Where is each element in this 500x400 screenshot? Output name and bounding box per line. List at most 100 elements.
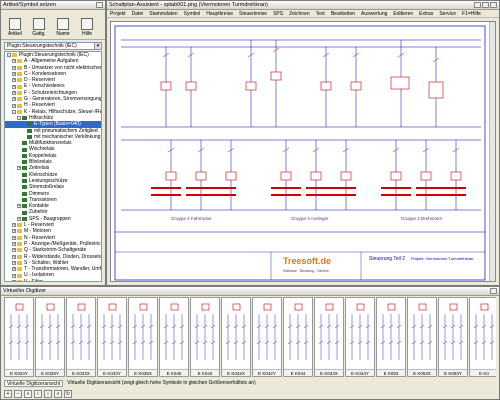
tree-item[interactable]: +R - Widerstände, Dioden, Drosselspulen — [5, 254, 101, 260]
expand-icon[interactable]: + — [12, 259, 16, 265]
symbol-thumbnail[interactable]: E K044Y — [345, 297, 375, 377]
menu-item[interactable]: Stammdaten — [149, 11, 178, 17]
close-icon[interactable] — [96, 2, 103, 8]
expand-icon[interactable]: + — [12, 278, 16, 282]
tree-item[interactable]: Transistoren — [5, 197, 101, 203]
symbol-tree[interactable]: -Plugin:Steuerungstechnik (IEC)+A - Allg… — [4, 51, 102, 282]
chevron-down-icon[interactable]: ▾ — [94, 43, 101, 49]
tree-item[interactable]: Wischrelais — [5, 146, 101, 152]
tree-item[interactable]: +D - Reserviert — [5, 77, 101, 83]
tree-item[interactable]: +T - Transformatoren, Wandler, Umformer — [5, 266, 101, 272]
plugin-select[interactable]: Plugin:Steuerungstechnik (IEC) ▾ — [4, 42, 102, 50]
symbol-thumbnail[interactable]: E K053 — [376, 297, 406, 377]
menu-item[interactable]: Bearbeiten — [330, 11, 356, 17]
menu-item[interactable]: Projekt — [110, 11, 126, 17]
tree-item[interactable]: Blinkrelais — [5, 159, 101, 165]
expand-icon[interactable]: + — [12, 64, 16, 70]
close-icon[interactable] — [490, 2, 497, 8]
menu-item[interactable]: Zeichnen — [289, 11, 310, 17]
expand-icon[interactable]: + — [12, 102, 16, 108]
expand-icon[interactable]: + — [12, 228, 16, 234]
symbol-thumbnail[interactable]: E K028Y — [35, 297, 65, 377]
menu-item[interactable]: Extras — [419, 11, 434, 17]
menu-item[interactable]: Text — [315, 11, 325, 17]
zoom-out-icon[interactable]: − — [14, 389, 22, 398]
symbol-thumbnail[interactable]: E K0 — [469, 297, 496, 377]
refresh-icon[interactable]: ↻ — [64, 389, 72, 398]
artikel-button[interactable]: Artikel — [4, 12, 26, 37]
symbol-thumbnail[interactable]: E K040 — [159, 297, 189, 377]
prev-icon[interactable]: ‹ — [34, 389, 42, 398]
symbol-thumbnail[interactable]: E K042X — [221, 297, 251, 377]
first-icon[interactable]: « — [24, 389, 32, 398]
collapse-icon[interactable]: - — [17, 115, 21, 121]
expand-icon[interactable]: + — [12, 83, 16, 89]
close-icon[interactable] — [490, 288, 497, 294]
tree-item[interactable]: mit mechanischer Verklinkung — [5, 134, 101, 140]
name-button[interactable]: Name — [52, 12, 74, 37]
tree-item[interactable]: +L - Reserviert — [5, 222, 101, 228]
tree-item[interactable]: +B - Umsetzer von nicht elektrischen auf — [5, 65, 101, 71]
tree-item[interactable]: +N - Reserviert — [5, 235, 101, 241]
tree-item[interactable]: +P - Anzeige-/Meßgeräte, Prüfeinrichtung — [5, 241, 101, 247]
expand-icon[interactable]: + — [12, 58, 16, 64]
menu-item[interactable]: Service — [439, 11, 457, 17]
tree-item[interactable]: Dimmers — [5, 191, 101, 197]
tree-item[interactable]: +U - Isolatoren — [5, 272, 101, 278]
symbol-thumbnail[interactable]: E K044X — [314, 297, 344, 377]
menu-item[interactable]: SPS — [273, 11, 284, 17]
tree-item[interactable]: +F - Schutzeinrichtungen — [5, 90, 101, 96]
tree-item[interactable]: +M - Motoren — [5, 228, 101, 234]
vertical-scrollbar[interactable] — [489, 22, 495, 281]
last-icon[interactable]: » — [54, 389, 62, 398]
expand-icon[interactable]: + — [12, 272, 16, 278]
expand-icon[interactable]: + — [12, 266, 16, 272]
menu-item[interactable]: Steuerkreise — [238, 11, 268, 17]
expand-icon[interactable]: + — [12, 247, 16, 253]
menu-item[interactable]: F1=Hilfe — [462, 11, 481, 17]
tree-item[interactable]: +V - Filter — [5, 278, 101, 282]
tree-item[interactable]: Multifunktionsrelais — [5, 140, 101, 146]
tree-item[interactable]: Leistungsschütze — [5, 178, 101, 184]
schematic-canvas[interactable]: Gruppe 2 Fahrmotor Gruppe 3 Ausleger Gru… — [110, 21, 496, 282]
expand-icon[interactable]: + — [12, 96, 16, 102]
expand-icon[interactable]: + — [17, 215, 21, 221]
expand-icon[interactable]: + — [12, 222, 16, 228]
gattung-button[interactable]: Gattg. — [28, 12, 50, 37]
tree-item[interactable]: +S - Schalter, Wähler — [5, 260, 101, 266]
menu-item[interactable]: Hauptkreise — [206, 11, 233, 17]
expand-icon[interactable]: + — [12, 241, 16, 247]
tree-item[interactable]: +G - Generatoren, Stromversorgungen — [5, 96, 101, 102]
tree-item[interactable]: -Plugin:Steuerungstechnik (IEC) — [5, 52, 101, 58]
expand-icon[interactable]: + — [17, 165, 21, 171]
menu-item[interactable]: Editieren — [393, 11, 414, 17]
tree-item[interactable]: +Q - Starkstrom-Schaltgeräte — [5, 247, 101, 253]
tree-item[interactable]: +E - Verschiedenes — [5, 83, 101, 89]
expand-icon[interactable]: + — [12, 234, 16, 240]
tab-digitizer-view[interactable]: Virtuelle Digitizeransicht — [4, 379, 64, 387]
tree-item[interactable]: Koppelrelais — [5, 153, 101, 159]
expand-icon[interactable]: + — [17, 203, 21, 209]
tree-item[interactable]: +Zeitrelais — [5, 165, 101, 171]
tree-item[interactable]: +H - Reserviert — [5, 102, 101, 108]
minimize-icon[interactable] — [474, 2, 481, 8]
maximize-icon[interactable] — [482, 2, 489, 8]
symbol-thumbnail[interactable]: E K044 — [283, 297, 313, 377]
collapse-icon[interactable]: - — [7, 52, 11, 58]
next-icon[interactable]: › — [44, 389, 52, 398]
symbol-thumbnail[interactable]: E K035X — [128, 297, 158, 377]
menu-item[interactable]: Symbol — [183, 11, 201, 17]
tree-item[interactable]: Kleinschütze — [5, 172, 101, 178]
tree-item[interactable]: -K - Relais, Hilfsschütze, Steuer-/Regel… — [5, 109, 101, 115]
expand-icon[interactable]: + — [12, 71, 16, 77]
collapse-icon[interactable]: - — [12, 108, 16, 114]
tree-item[interactable]: +C - Kondensatoren — [5, 71, 101, 77]
symbol-thumbnail[interactable]: E K042Y — [252, 297, 282, 377]
tree-item[interactable]: E-Typen (Basis=040) — [5, 121, 101, 128]
tree-item[interactable]: -Hilfsschütz — [5, 115, 101, 121]
tree-item[interactable]: Zubehör — [5, 209, 101, 215]
tree-item[interactable]: +SPS - Baugruppen — [5, 216, 101, 222]
expand-icon[interactable]: + — [12, 77, 16, 83]
menu-item[interactable]: Datei — [131, 11, 144, 17]
tree-item[interactable]: Stromstoßrelais — [5, 184, 101, 190]
